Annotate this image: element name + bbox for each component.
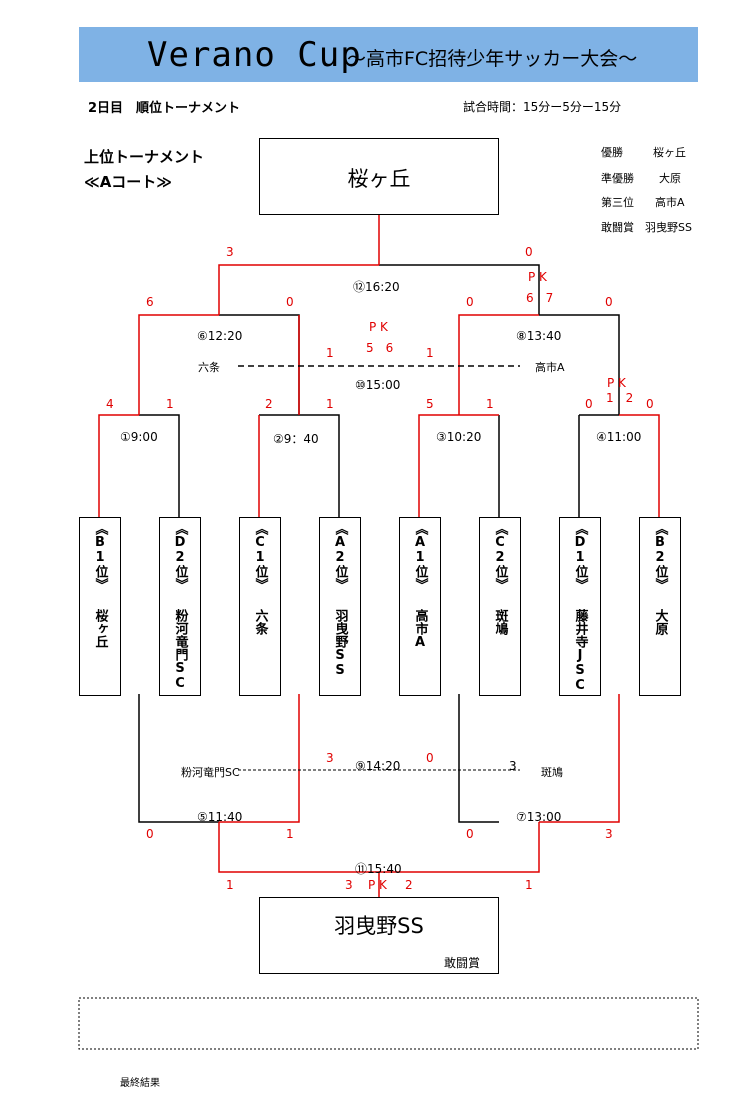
result-label: 敢闘賞 [601, 221, 634, 234]
team-position: 《C1位》 [252, 522, 268, 591]
team-card: 《A2位》 羽曳野SS [319, 517, 361, 696]
fighting-spirit-label: 敢闘賞 [443, 956, 480, 970]
score: 0 [466, 827, 474, 841]
page-header: Verano Cup ～高市FC招待少年サッカー大会～ [79, 27, 698, 82]
team-name: 羽曳野SS [332, 609, 348, 678]
score: 1 [286, 827, 294, 841]
score: 3 [326, 751, 334, 765]
team-card: 《D1位》 藤井寺JSC [559, 517, 601, 696]
match-11-time: ⑪15:40 [355, 862, 402, 876]
score: 4 [106, 397, 114, 411]
match-5-time: ⑤11:40 [197, 810, 243, 824]
score: 0 [286, 295, 294, 309]
result-label: 優勝 [601, 146, 623, 159]
team-name: 粉河竜門SC [172, 609, 188, 691]
team-card: 《D2位》 粉河竜門SC [159, 517, 201, 696]
match-3-time: ③10:20 [436, 430, 482, 444]
score: 0 [525, 245, 533, 259]
team-position: 《C2位》 [492, 522, 508, 591]
court-label: ≪Aコート≫ [84, 173, 173, 191]
result-value: 高市A [655, 196, 685, 209]
team-position: 《B2位》 [652, 522, 668, 591]
match-4-time: ④11:00 [596, 430, 642, 444]
match-2-time: ②9：40 [273, 432, 319, 446]
score: 0 [646, 397, 654, 411]
pk-label: P K [368, 878, 387, 892]
result-value: 桜ヶ丘 [653, 146, 686, 159]
section-title: 上位トーナメント [84, 148, 205, 166]
fighting-spirit-team: 羽曳野SS [334, 914, 424, 938]
match-7-time: ⑦13:00 [516, 810, 562, 824]
result-value: 羽曳野SS [645, 221, 692, 234]
match-10-right-team: 高市A [535, 361, 565, 374]
team-card: 《C1位》 六条 [239, 517, 281, 696]
team-name: 六条 [252, 609, 268, 635]
match-6-time: ⑥12:20 [197, 329, 243, 343]
score: 0 [605, 295, 613, 309]
score: 3 [226, 245, 234, 259]
score: 3 [509, 759, 517, 773]
pk-score: 5 6 [366, 341, 394, 355]
footer-note: 最終結果 [120, 1078, 160, 1089]
champion-box: 桜ヶ丘 [259, 138, 499, 215]
score: 1 [426, 346, 434, 360]
match-9-time: ⑨14:20 [355, 759, 401, 773]
team-position: 《A1位》 [412, 522, 428, 591]
score: 1 [525, 878, 533, 892]
pk-label: P K [607, 376, 626, 390]
score: 0 [585, 397, 593, 411]
score: 1 [166, 397, 174, 411]
score: 0 [146, 827, 154, 841]
pk-label: P K [528, 270, 547, 284]
match-10-left-team: 六条 [198, 361, 220, 374]
team-name: 大原 [652, 609, 668, 635]
day-label: 2日目 順位トーナメント [88, 101, 241, 116]
match-9-right-team: 斑鳩 [541, 766, 563, 779]
match-1-time: ①9:00 [120, 430, 158, 444]
team-position: 《D1位》 [572, 522, 588, 591]
score: 3 [605, 827, 613, 841]
team-card: 《B1位》 桜ヶ丘 [79, 517, 121, 696]
champion-name: 桜ヶ丘 [347, 167, 411, 191]
result-label: 第三位 [601, 196, 634, 209]
score: 1 [226, 878, 234, 892]
score: 0 [426, 751, 434, 765]
match-10-time: ⑩15:00 [355, 378, 401, 392]
team-card: 《B2位》 大原 [639, 517, 681, 696]
score: 1 [326, 397, 334, 411]
pk-score: 2 [405, 878, 413, 892]
match-12-time: ⑫16:20 [353, 280, 400, 294]
match-8-time: ⑧13:40 [516, 329, 562, 343]
match-9-left-team: 粉河竜門SC [181, 766, 240, 779]
fighting-spirit-box: 羽曳野SS 敢闘賞 [259, 897, 499, 974]
pk-label: P K [369, 320, 388, 334]
pk-score: 1 2 [606, 391, 634, 405]
team-position: 《A2位》 [332, 522, 348, 591]
team-card: 《A1位》 高市A [399, 517, 441, 696]
score: 0 [466, 295, 474, 309]
score: 1 [326, 346, 334, 360]
team-position: 《D2位》 [172, 522, 188, 591]
header-subtitle: ～高市FC招待少年サッカー大会～ [347, 48, 638, 70]
pk-score: 3 [345, 878, 353, 892]
result-label: 準優勝 [601, 172, 634, 185]
score: 5 [426, 397, 434, 411]
score: 2 [265, 397, 273, 411]
team-name: 斑鳩 [492, 609, 508, 635]
match-time: 試合時間：15分ー5分ー15分 [463, 100, 622, 114]
team-card: 《C2位》 斑鳩 [479, 517, 521, 696]
team-name: 藤井寺JSC [572, 609, 588, 693]
header-title: Verano Cup [147, 35, 362, 75]
team-name: 高市A [412, 609, 428, 650]
result-value: 大原 [659, 172, 681, 185]
pk-score: 6 7 [526, 291, 554, 305]
score: 6 [146, 295, 154, 309]
team-name: 桜ヶ丘 [92, 609, 108, 648]
score: 1 [486, 397, 494, 411]
team-position: 《B1位》 [92, 522, 108, 591]
